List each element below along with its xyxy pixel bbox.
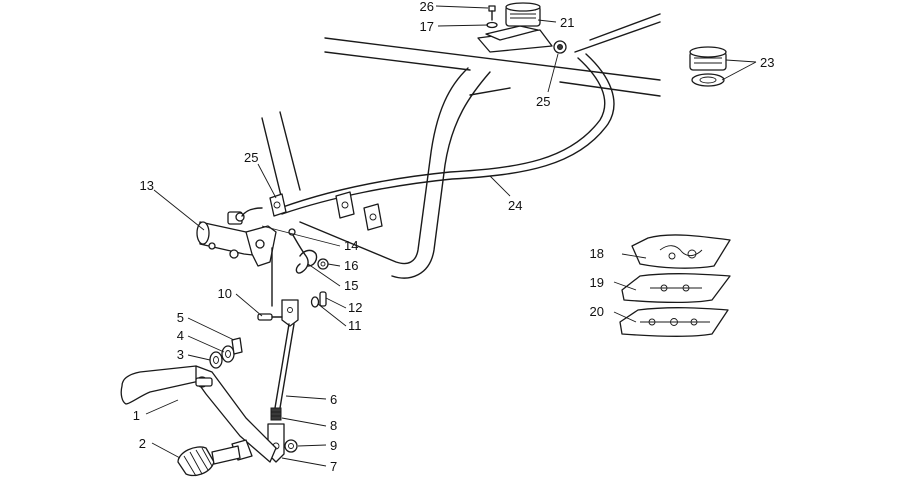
pedal-rubber — [177, 445, 241, 477]
callout-16: 16 — [344, 258, 358, 273]
callout-3: 3 — [177, 347, 184, 362]
brake-fluid-reservoir — [477, 2, 567, 54]
callout-10: 10 — [218, 286, 232, 301]
callout-19: 19 — [590, 275, 604, 290]
seal-kit-18 — [631, 234, 731, 269]
screw-and-washer — [486, 5, 498, 29]
callout-25-upper: 25 — [536, 94, 550, 109]
washer-16 — [317, 258, 329, 270]
callout-26: 26 — [420, 0, 434, 14]
push-rod — [267, 247, 299, 463]
master-cylinder — [196, 207, 277, 267]
pin-10 — [257, 313, 283, 321]
hose-clamp-left — [269, 193, 287, 217]
seal-kit-19 — [621, 273, 731, 303]
callout-23: 23 — [760, 55, 774, 70]
callout-11: 11 — [348, 318, 362, 333]
brake-hose — [279, 53, 615, 215]
callout-14: 14 — [344, 238, 358, 253]
seal-kit-20 — [619, 307, 729, 337]
callout-2: 2 — [139, 436, 146, 451]
callout-21: 21 — [560, 15, 574, 30]
callout-25-lower: 25 — [244, 150, 258, 165]
callout-17: 17 — [420, 19, 434, 34]
pedal-washers — [209, 337, 243, 369]
callout-1: 1 — [133, 408, 140, 423]
callout-4: 4 — [177, 328, 184, 343]
washer-9 — [284, 439, 298, 453]
callout-13: 13 — [140, 178, 154, 193]
frame-brackets — [335, 191, 383, 231]
leader-lines — [145, 5, 757, 467]
reservoir-cap — [689, 46, 727, 87]
callout-7: 7 — [330, 459, 337, 474]
callout-5: 5 — [177, 310, 184, 325]
callout-20: 20 — [590, 304, 604, 319]
callout-15: 15 — [344, 278, 358, 293]
callout-18: 18 — [590, 246, 604, 261]
callout-8: 8 — [330, 418, 337, 433]
frame-outline — [261, 13, 661, 279]
callout-12: 12 — [348, 300, 362, 315]
callout-labels: 1 2 3 4 5 6 7 8 9 10 11 12 13 14 15 16 1… — [133, 0, 775, 474]
brake-pedal — [120, 365, 277, 463]
pin-and-split-pin — [310, 291, 327, 308]
callout-6: 6 — [330, 392, 337, 407]
callout-9: 9 — [330, 438, 337, 453]
callout-24: 24 — [508, 198, 522, 213]
